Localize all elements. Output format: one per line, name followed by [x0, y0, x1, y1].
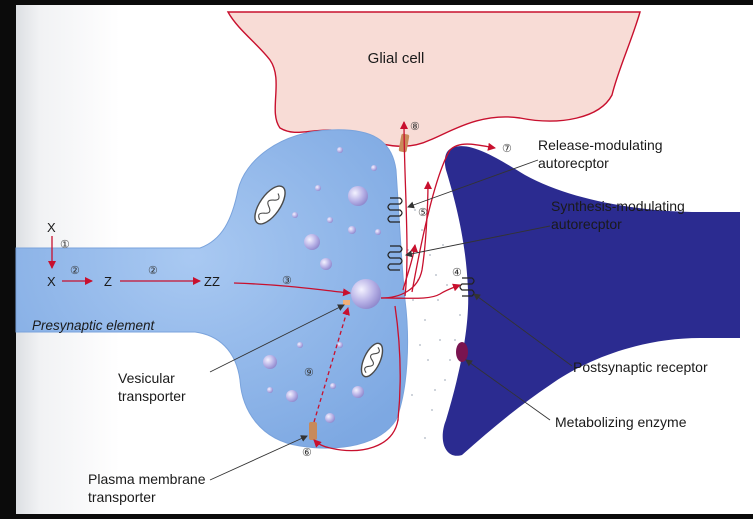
synthesis-modulating-line2: autorecptor: [551, 216, 622, 232]
synthesis-modulating-line1: Synthesis-modulating: [551, 198, 685, 214]
step-5: ⑤: [418, 207, 428, 219]
metabolizing-enzyme-label: Metabolizing enzyme: [555, 414, 687, 430]
step-4: ④: [452, 267, 462, 279]
molecule-x-bottom: X: [47, 274, 56, 289]
vesicular-transporter-label: Vesicular transporter: [118, 370, 186, 404]
glial-cell-label: Glial cell: [368, 50, 425, 67]
glial-cell: [228, 12, 640, 146]
release-modulating-line1: Release-modulating: [538, 137, 663, 153]
plasma-membrane-transporter-label: Plasma membrane transporter: [88, 471, 209, 505]
molecule-x-top: X: [47, 220, 56, 235]
vesicular-transporter: [343, 300, 350, 305]
step-8: ⑧: [410, 121, 420, 133]
plasma-membrane-line1: Plasma membrane: [88, 471, 206, 487]
step-2b: ②: [148, 265, 158, 277]
presynaptic-element-label: Presynaptic element: [32, 318, 156, 333]
vesicular-transporter-line1: Vesicular: [118, 370, 175, 386]
release-modulating-line2: autorecptor: [538, 155, 609, 171]
main-vesicle: [351, 279, 381, 309]
step-7: ⑦: [502, 143, 512, 155]
molecule-z: Z: [104, 274, 112, 289]
release-modulating-label: Release-modulating autorecptor: [538, 137, 666, 171]
vesicular-transporter-line2: transporter: [118, 388, 186, 404]
step-2a: ②: [70, 265, 80, 277]
postsynaptic-receptor-label: Postsynaptic receptor: [573, 359, 708, 375]
step-3: ③: [282, 275, 292, 287]
postsynaptic-element: [443, 146, 740, 456]
step-9: ⑨: [304, 367, 314, 379]
plasma-membrane-line2: transporter: [88, 489, 156, 505]
step-1: ①: [60, 239, 70, 251]
molecule-zz: ZZ: [204, 274, 220, 289]
plasma-membrane-transporter: [309, 422, 317, 440]
step-6: ⑥: [302, 447, 312, 459]
metabolizing-enzyme: [456, 342, 468, 362]
